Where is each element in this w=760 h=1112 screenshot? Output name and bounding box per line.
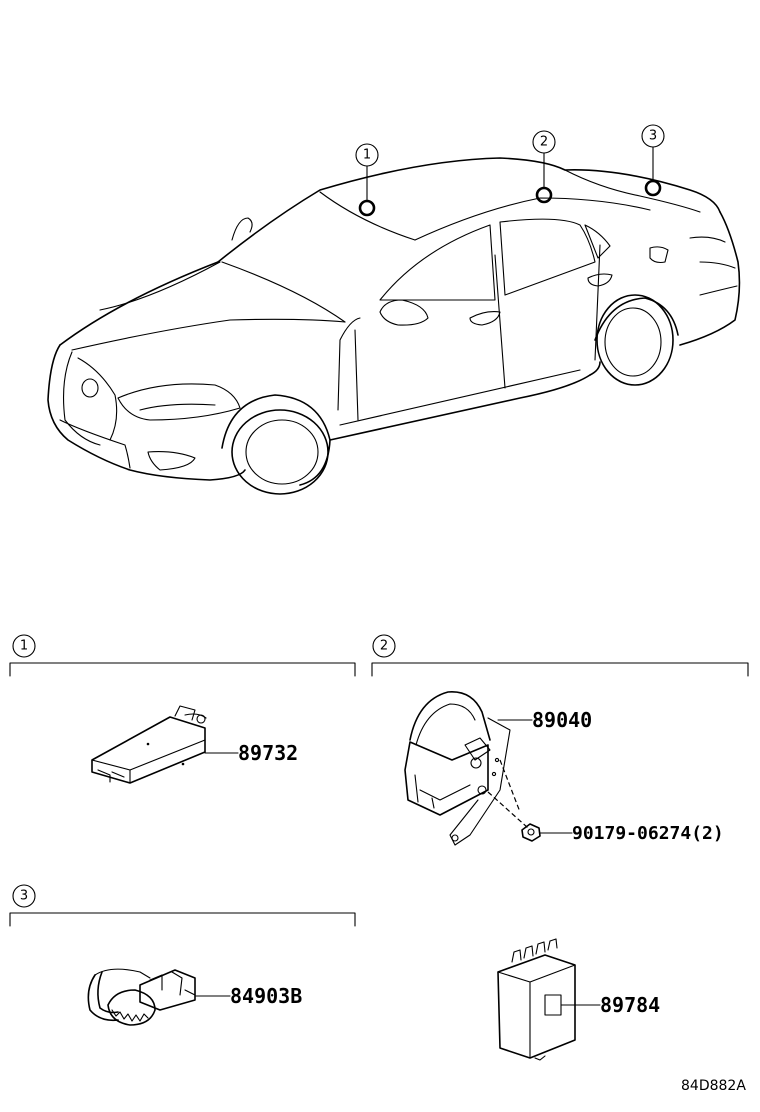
location-callout-3: 3 [641, 124, 665, 197]
section-2: 2 89040 90179-06274(2) [371, 634, 749, 846]
part-number-89732: 89732 [238, 741, 298, 765]
part-89784-drawing [497, 938, 576, 1061]
section-1: 1 89732 [9, 634, 356, 784]
part-89784-group: 89784 [497, 938, 660, 1061]
car-illustration [47, 157, 741, 495]
part-89040-drawing [404, 691, 529, 846]
location-callout-2: 2 [532, 130, 556, 204]
location-callout-1-label: 1 [363, 148, 371, 163]
part-90179-nut-drawing [521, 823, 541, 842]
part-89732-drawing [91, 705, 207, 784]
part-number-89040: 89040 [532, 708, 592, 732]
location-callout-1: 1 [355, 143, 379, 217]
section-3-callout: 3 [20, 889, 28, 904]
part-number-89784: 89784 [600, 993, 660, 1017]
section-2-callout: 2 [380, 639, 388, 654]
diagram-code: 84D882A [681, 1078, 746, 1094]
section-3: 3 84903B [9, 884, 356, 1026]
location-callout-3-label: 3 [649, 129, 657, 144]
location-callout-2-label: 2 [540, 135, 548, 150]
part-number-90179-06274: 90179-06274(2) [572, 823, 724, 844]
section-1-callout: 1 [20, 639, 28, 654]
location-callouts: 1 2 3 [355, 124, 665, 217]
part-number-84903B: 84903B [230, 984, 302, 1008]
part-84903B-drawing [87, 968, 196, 1026]
